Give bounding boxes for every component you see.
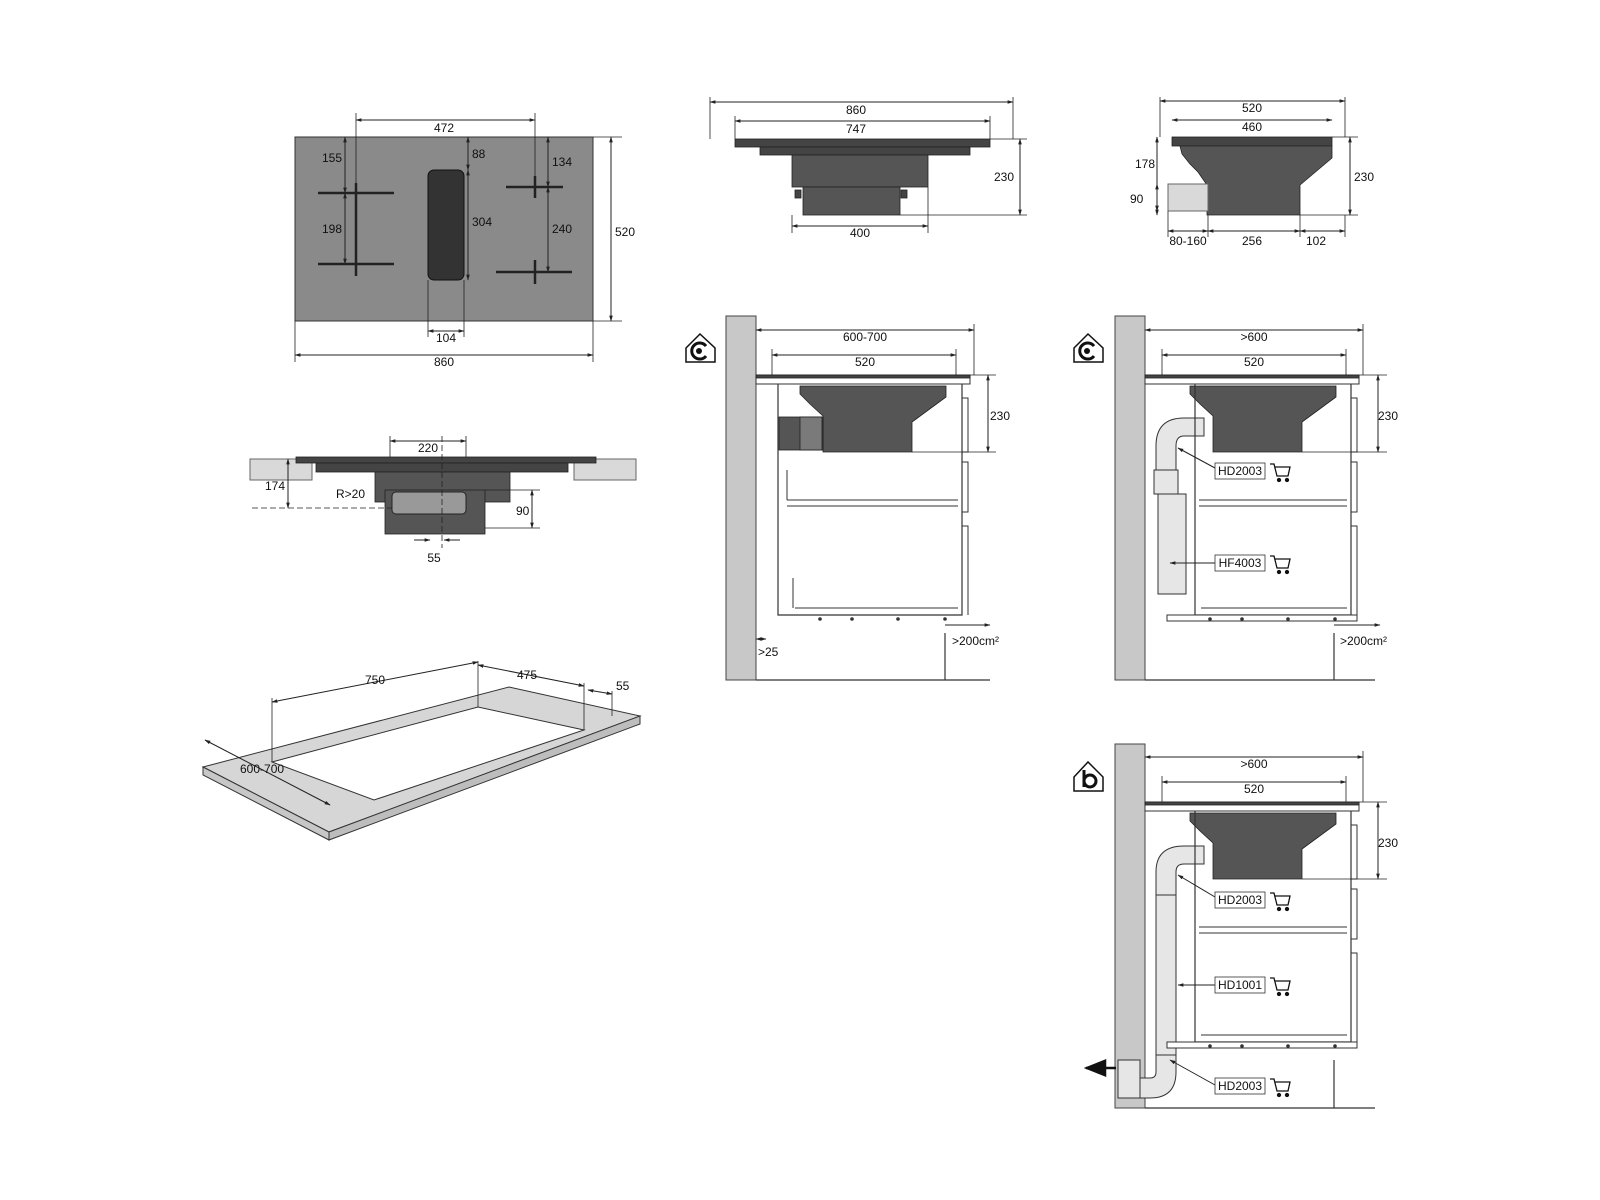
side-dim-offset: 102	[1306, 234, 1326, 248]
recirculation-icon-a	[685, 332, 716, 363]
section-dim-gap: 55	[427, 551, 441, 565]
cutout-dim-width: 475	[517, 668, 537, 682]
section-view: 220 174 R>20 90 55	[249, 436, 637, 565]
install-b-dim-cabinet: >600	[1240, 330, 1267, 344]
section-dim-top: 220	[418, 441, 438, 455]
side-dim-height: 230	[1354, 170, 1374, 184]
cutout-dim-edge: 55	[616, 679, 630, 693]
cart-icon[interactable]	[1270, 892, 1291, 912]
dim-vent-width: 104	[436, 331, 456, 345]
dim-width: 860	[434, 355, 454, 369]
install-a-dim-height: 230	[990, 409, 1010, 423]
cutout-view: 750 475 55 600-700	[201, 661, 642, 841]
front-dim-height: 230	[994, 170, 1014, 184]
cart-icon[interactable]	[1270, 1078, 1291, 1098]
front-dim-motor: 400	[850, 226, 870, 240]
front-body	[791, 154, 929, 188]
dim-left-top: 155	[322, 151, 342, 165]
install-b-part1: HD2003	[1218, 464, 1262, 478]
install-b-dim-height: 230	[1378, 409, 1398, 423]
install-b: >600 520 230 HD2003 HF4003 >200cm²	[1073, 315, 1398, 681]
install-a-dim-cabinet: 600-700	[843, 330, 887, 344]
side-dim-duct-length: 80-160	[1169, 234, 1207, 248]
install-c-part1: HD2003	[1218, 893, 1262, 907]
dim-vent-top: 88	[472, 147, 486, 161]
install-c-dim-hob: 520	[1244, 782, 1264, 796]
install-b-dim-hob: 520	[1244, 355, 1264, 369]
front-dim-width: 860	[846, 103, 866, 117]
dim-right-mid: 240	[552, 222, 572, 236]
install-c-wall	[1114, 743, 1146, 1109]
dim-vent-length: 304	[472, 215, 492, 229]
dim-left-mid: 198	[322, 222, 342, 236]
install-c-dim-height: 230	[1378, 836, 1398, 850]
side-dim-motor: 256	[1242, 234, 1262, 248]
front-dim-inner: 747	[846, 122, 866, 136]
section-glass	[295, 456, 597, 464]
right-zone-marks	[496, 176, 572, 284]
cutout-dim-worktop: 600-700	[240, 762, 284, 776]
section-duct	[391, 491, 467, 515]
front-motor	[802, 186, 901, 216]
recirculation-icon-b	[1073, 332, 1104, 363]
install-c-part3: HD2003	[1218, 1079, 1262, 1093]
install-b-part2: HF4003	[1219, 556, 1262, 570]
install-a: 600-700 520 230 >25 >200cm²	[685, 315, 1010, 681]
install-a-vent: >200cm²	[952, 634, 999, 648]
cart-icon[interactable]	[1270, 463, 1291, 483]
install-c: >600 520 230 HD2003 HD1001 HD2003	[1073, 743, 1398, 1109]
install-c-dim-cabinet: >600	[1240, 757, 1267, 771]
install-b-filter	[1157, 493, 1187, 595]
dim-depth: 520	[615, 225, 635, 239]
front-glass	[734, 138, 991, 148]
side-duct	[1167, 183, 1209, 212]
front-view: 860 747 230 400	[709, 97, 1027, 240]
install-c-part2: HD1001	[1218, 978, 1262, 992]
install-b-vent: >200cm²	[1340, 634, 1387, 648]
install-b-wall	[1114, 315, 1146, 681]
install-a-gap: >25	[758, 645, 779, 659]
install-a-wall	[725, 315, 757, 681]
section-dim-duct: 90	[516, 504, 530, 518]
section-dim-depth: 174	[265, 479, 285, 493]
install-c-elbow-top	[1155, 845, 1205, 896]
install-a-dim-hob: 520	[855, 355, 875, 369]
worktop-left	[249, 458, 313, 481]
dim-zone-span: 472	[434, 121, 454, 135]
side-dim-inner: 460	[1242, 120, 1262, 134]
cart-icon[interactable]	[1270, 977, 1291, 997]
side-view: 520 460 178 90 230 80-160 256 102	[1130, 97, 1374, 248]
install-b-elbow	[1155, 417, 1205, 471]
top-view: 472 155 198 88 304 134 240 520 104 860	[294, 113, 635, 369]
left-zone-marks	[318, 183, 394, 276]
worktop-right	[573, 458, 637, 481]
install-c-pipe	[1155, 894, 1177, 1056]
downdraft-vent	[427, 169, 465, 281]
extraction-icon	[1073, 760, 1104, 792]
side-glass	[1171, 136, 1333, 147]
cutout-dim-length: 750	[365, 673, 385, 687]
section-radius: R>20	[336, 487, 365, 501]
cart-icon[interactable]	[1270, 555, 1291, 575]
dim-right-top: 134	[552, 155, 572, 169]
side-dim-depth: 178	[1135, 157, 1155, 171]
side-dim-duct: 90	[1130, 192, 1144, 206]
side-dim-width: 520	[1242, 101, 1262, 115]
side-body	[1179, 145, 1333, 216]
